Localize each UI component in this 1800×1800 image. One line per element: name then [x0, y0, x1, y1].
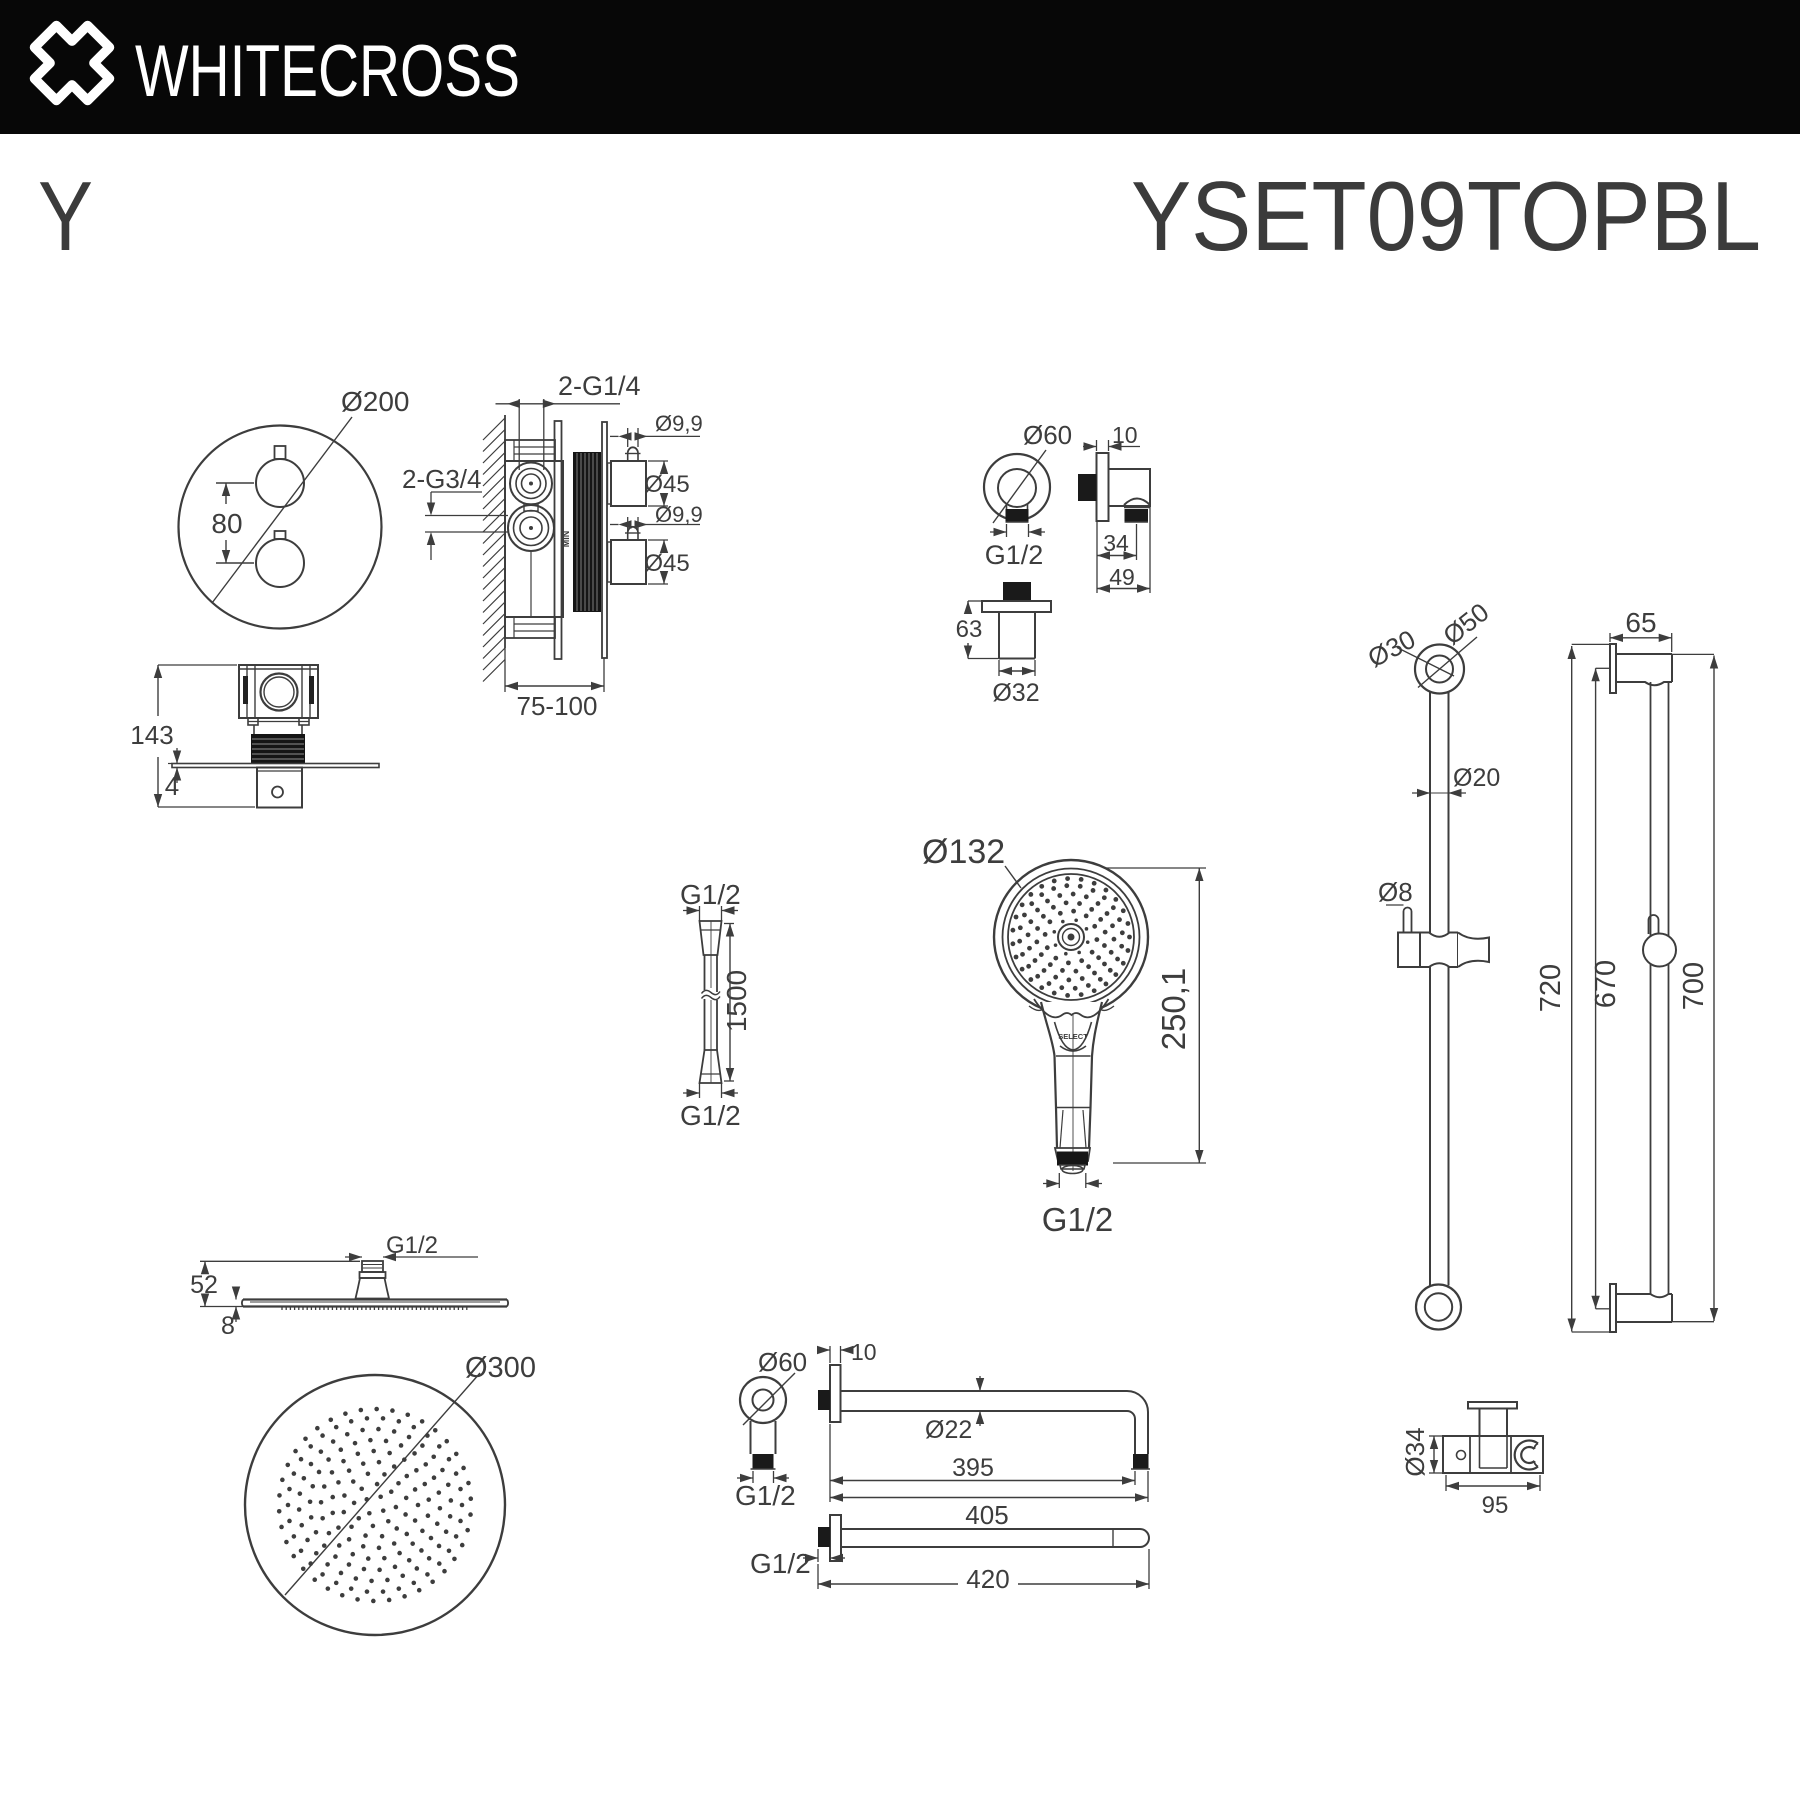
svg-text:Ø20: Ø20 — [1453, 764, 1500, 792]
svg-text:G1/2: G1/2 — [985, 540, 1044, 570]
svg-text:G1/2: G1/2 — [680, 1100, 741, 1131]
svg-text:2-G3/4: 2-G3/4 — [402, 464, 482, 494]
svg-text:720: 720 — [1535, 964, 1567, 1012]
svg-text:670: 670 — [1590, 960, 1622, 1008]
svg-text:G1/2: G1/2 — [680, 879, 741, 910]
svg-text:G1/2: G1/2 — [735, 1480, 796, 1511]
svg-text:Ø300: Ø300 — [465, 1352, 536, 1384]
svg-text:WHITECROSS: WHITECROSS — [135, 31, 520, 112]
svg-text:2-G1/4: 2-G1/4 — [558, 371, 641, 401]
svg-text:Ø22: Ø22 — [925, 1416, 972, 1444]
svg-text:4: 4 — [165, 771, 179, 801]
svg-text:75-100: 75-100 — [517, 691, 598, 721]
svg-text:Ø132: Ø132 — [922, 833, 1005, 871]
svg-text:143: 143 — [130, 720, 173, 750]
svg-text:Ø32: Ø32 — [992, 679, 1039, 707]
svg-text:80: 80 — [211, 508, 242, 539]
svg-text:Ø9,9: Ø9,9 — [655, 502, 703, 527]
svg-text:420: 420 — [966, 1564, 1009, 1594]
svg-text:Ø9,9: Ø9,9 — [655, 411, 703, 436]
svg-text:395: 395 — [952, 1454, 994, 1482]
svg-text:250,1: 250,1 — [1155, 968, 1192, 1051]
svg-text:95: 95 — [1482, 1492, 1509, 1519]
svg-text:Y: Y — [38, 161, 93, 271]
svg-text:65: 65 — [1625, 607, 1656, 638]
svg-text:MIN: MIN — [561, 531, 571, 548]
svg-text:G1/2: G1/2 — [1042, 1201, 1114, 1238]
svg-text:405: 405 — [965, 1500, 1008, 1530]
svg-text:63: 63 — [956, 616, 983, 643]
svg-text:Ø200: Ø200 — [341, 386, 410, 417]
svg-text:10: 10 — [1112, 422, 1138, 448]
svg-text:Ø45: Ø45 — [644, 471, 689, 498]
svg-text:34: 34 — [1103, 530, 1129, 556]
svg-text:YSET09TOPBL: YSET09TOPBL — [1131, 161, 1761, 271]
svg-text:49: 49 — [1109, 564, 1135, 590]
svg-text:Ø45: Ø45 — [644, 550, 689, 577]
svg-text:8: 8 — [221, 1312, 235, 1340]
svg-text:1500: 1500 — [721, 970, 752, 1032]
svg-text:10: 10 — [851, 1339, 877, 1365]
svg-text:G1/2: G1/2 — [750, 1548, 811, 1579]
svg-text:Ø34: Ø34 — [1400, 1427, 1430, 1476]
svg-text:700: 700 — [1678, 962, 1710, 1010]
svg-text:Ø8: Ø8 — [1378, 877, 1413, 907]
svg-text:Ø60: Ø60 — [1023, 420, 1072, 450]
svg-text:52: 52 — [190, 1271, 218, 1299]
svg-text:Ø60: Ø60 — [758, 1347, 807, 1377]
